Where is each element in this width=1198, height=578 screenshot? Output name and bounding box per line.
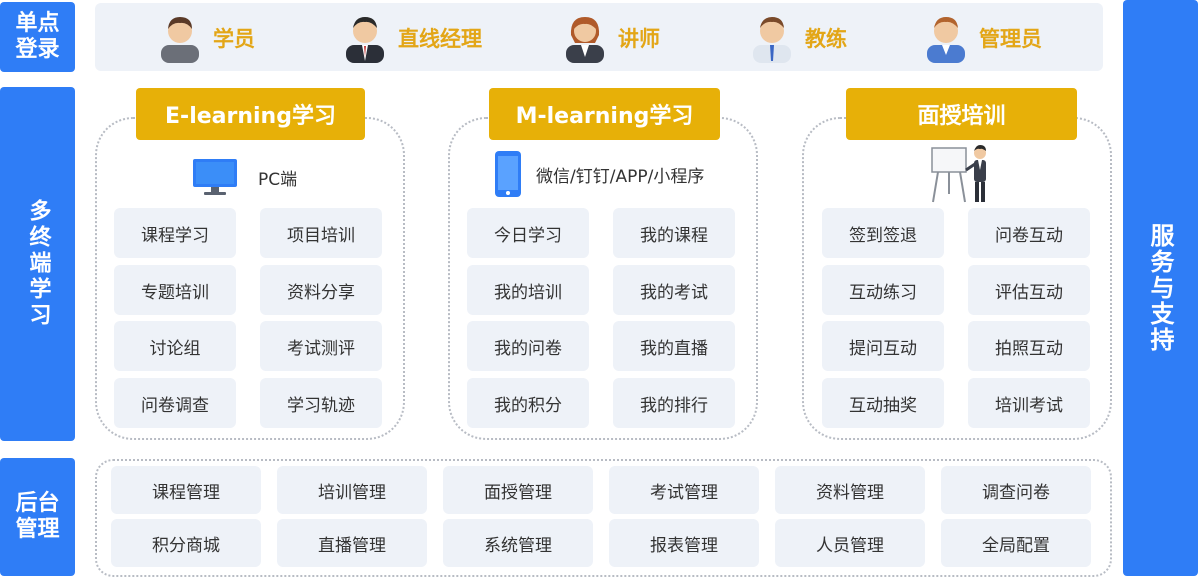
- service-support-text: 服务与支持: [1146, 223, 1174, 353]
- multi-terminal-label: 多终端学习: [0, 87, 75, 441]
- role-lecturer[interactable]: 讲师: [564, 13, 660, 63]
- elearning-device: PC端: [192, 158, 297, 196]
- role-coach[interactable]: 教练: [751, 13, 847, 63]
- mlearning-item[interactable]: 我的排行: [613, 378, 735, 428]
- face-training-item[interactable]: 签到签退: [822, 208, 944, 258]
- mlearning-item[interactable]: 今日学习: [467, 208, 589, 258]
- mlearning-panel-title: M-learning学习: [489, 88, 720, 140]
- backend-item[interactable]: 积分商城: [111, 519, 261, 567]
- face-training-item[interactable]: 拍照互动: [968, 321, 1090, 371]
- backend-panel: [95, 459, 1112, 577]
- student-avatar-icon: [161, 17, 199, 63]
- role-student-label: 学员: [213, 27, 255, 51]
- backend-item[interactable]: 直播管理: [277, 519, 427, 567]
- elearning-item[interactable]: 项目培训: [260, 208, 382, 258]
- mlearning-item[interactable]: 我的问卷: [467, 321, 589, 371]
- face-training-item[interactable]: 互动抽奖: [822, 378, 944, 428]
- backend-item[interactable]: 人员管理: [775, 519, 925, 567]
- coach-avatar-icon: [753, 17, 791, 63]
- elearning-item[interactable]: 学习轨迹: [260, 378, 382, 428]
- mlearning-item[interactable]: 我的课程: [613, 208, 735, 258]
- mlearning-item[interactable]: 我的积分: [467, 378, 589, 428]
- face-training-item[interactable]: 互动练习: [822, 265, 944, 315]
- role-manager[interactable]: 直线经理: [344, 13, 482, 63]
- face-training-item[interactable]: 评估互动: [968, 265, 1090, 315]
- face-training-item[interactable]: 提问互动: [822, 321, 944, 371]
- elearning-device-label: PC端: [258, 169, 298, 190]
- backend-label-text: 后台管理: [15, 491, 60, 542]
- role-student[interactable]: 学员: [159, 13, 255, 63]
- role-manager-label: 直线经理: [398, 27, 482, 51]
- elearning-panel-title: E-learning学习: [136, 88, 365, 140]
- sso-label-text: 单点登录: [15, 11, 60, 62]
- face-training-item[interactable]: 问卷互动: [968, 208, 1090, 258]
- elearning-item[interactable]: 问卷调查: [114, 378, 236, 428]
- role-coach-label: 教练: [805, 27, 847, 51]
- mobile-phone-icon: [495, 151, 521, 197]
- backend-label: 后台管理: [0, 458, 75, 576]
- backend-item[interactable]: 全局配置: [941, 519, 1091, 567]
- backend-item[interactable]: 考试管理: [609, 466, 759, 514]
- multi-terminal-label-text: 多终端学习: [25, 199, 51, 329]
- elearning-item[interactable]: 考试测评: [260, 321, 382, 371]
- mlearning-item[interactable]: 我的培训: [467, 265, 589, 315]
- elearning-item[interactable]: 资料分享: [260, 265, 382, 315]
- admin-avatar-icon: [927, 17, 965, 63]
- face-training-panel-title: 面授培训: [846, 88, 1077, 140]
- role-admin-label: 管理员: [979, 27, 1042, 51]
- service-support-label: 服务与支持: [1123, 0, 1198, 576]
- backend-item[interactable]: 调查问卷: [941, 466, 1091, 514]
- lecturer-avatar-icon: [566, 17, 604, 63]
- manager-avatar-icon: [346, 17, 384, 63]
- mlearning-item[interactable]: 我的直播: [613, 321, 735, 371]
- elearning-item[interactable]: 讨论组: [114, 321, 236, 371]
- backend-item[interactable]: 报表管理: [609, 519, 759, 567]
- sso-label: 单点登录: [0, 2, 75, 72]
- mlearning-device-label: 微信/钉钉/APP/小程序: [536, 166, 705, 187]
- role-bar: 学员 直线经理 讲师 教练: [95, 3, 1103, 71]
- elearning-item[interactable]: 专题培训: [114, 265, 236, 315]
- monitor-icon: [193, 159, 237, 195]
- mlearning-device: 微信/钉钉/APP/小程序: [494, 150, 704, 198]
- elearning-item[interactable]: 课程学习: [114, 208, 236, 258]
- backend-item[interactable]: 课程管理: [111, 466, 261, 514]
- mlearning-item[interactable]: 我的考试: [613, 265, 735, 315]
- backend-item[interactable]: 面授管理: [443, 466, 593, 514]
- role-admin[interactable]: 管理员: [925, 13, 1042, 63]
- presenter-whiteboard-icon: [931, 145, 986, 203]
- face-training-item[interactable]: 培训考试: [968, 378, 1090, 428]
- role-lecturer-label: 讲师: [618, 27, 660, 51]
- backend-item[interactable]: 资料管理: [775, 466, 925, 514]
- face-training-device: [930, 144, 1008, 204]
- backend-item[interactable]: 系统管理: [443, 519, 593, 567]
- backend-item[interactable]: 培训管理: [277, 466, 427, 514]
